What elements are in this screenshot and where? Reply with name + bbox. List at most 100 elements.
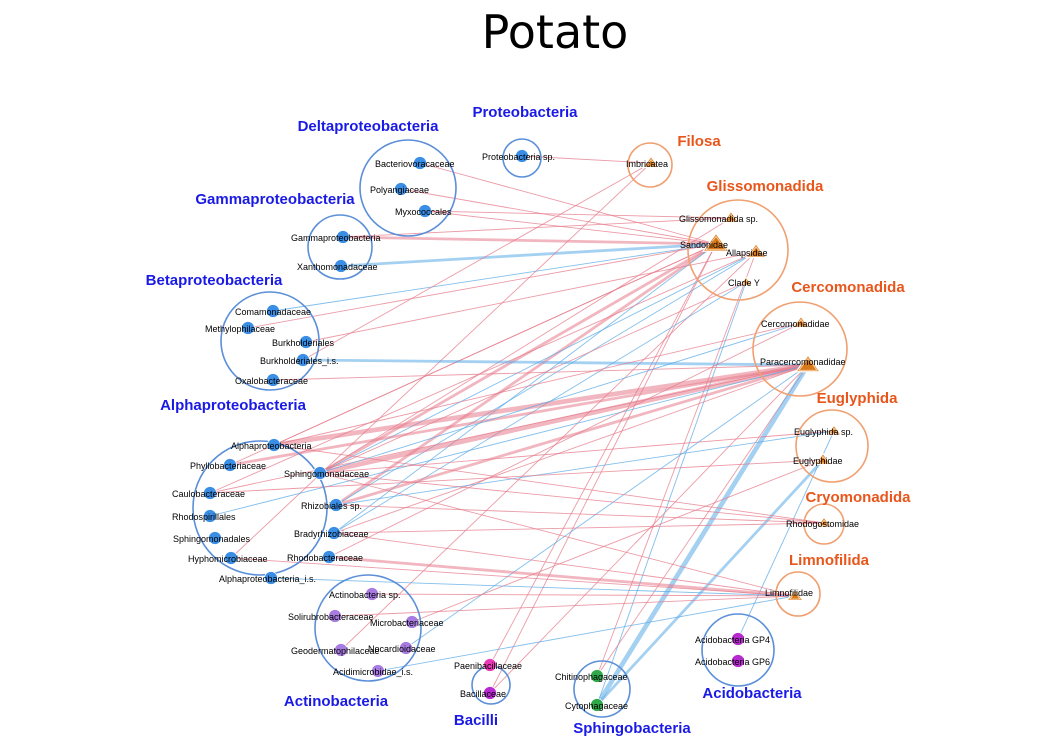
node-label-soliru: Solirubrobacteraceae: [288, 612, 374, 622]
node-myxo: [418, 204, 432, 218]
node-label-glisso_sp: Glissomonadida sp.: [679, 214, 758, 224]
group-label-filosa: Filosa: [677, 133, 721, 150]
edge: [405, 364, 809, 649]
node-label-allap: Allapsidae: [726, 248, 768, 258]
group-ring-sphingo: [573, 660, 631, 718]
node-label-paracerc: Paracercomonadidae: [760, 357, 846, 367]
edge: [302, 162, 652, 361]
node-triangle-inner: [789, 591, 801, 600]
edge: [335, 242, 717, 507]
node-gammap: [336, 230, 350, 244]
node-alphap: [267, 438, 281, 452]
group-ring-glisso: [687, 199, 789, 301]
edge: [595, 363, 810, 707]
group-label-delta: Deltaproteobacteria: [298, 118, 440, 135]
node-nocard: [399, 641, 413, 655]
edge: [319, 281, 747, 474]
edge: [319, 472, 825, 524]
node-label-cladey: Clade Y: [728, 278, 760, 288]
edge: [319, 242, 717, 475]
edge: [328, 555, 796, 598]
edge: [319, 472, 796, 597]
node-microb: [405, 615, 419, 629]
group-ring-eugly: [795, 409, 869, 483]
node-label-polyang: Polyangiaceae: [370, 185, 429, 195]
edge: [424, 210, 732, 219]
edge: [489, 243, 717, 666]
group-label-actino: Actinobacteria: [284, 693, 389, 710]
edge: [333, 532, 796, 597]
node-burkh_is: [296, 353, 310, 367]
node-label-bacteriovo: Bacteriovoracaceae: [375, 159, 455, 169]
edge: [333, 243, 717, 534]
group-label-sphingo: Sphingobacteria: [573, 720, 691, 737]
node-oxalo: [266, 373, 280, 387]
node-cyto: [590, 698, 604, 712]
node-rhodob: [322, 550, 336, 564]
node-label-acido6: Acidobacteria GP6: [695, 657, 770, 667]
node-label-bradyr: Bradyrhizobiaceae: [294, 529, 369, 539]
node-triangle-inner: [645, 158, 657, 167]
node-triangle-inner: [819, 519, 829, 526]
edge: [328, 322, 802, 558]
edge: [342, 235, 717, 246]
node-triangle-inner: [829, 427, 839, 434]
edge: [270, 577, 796, 597]
node-label-microb: Microbacteriaceae: [370, 618, 444, 628]
node-label-paeni: Paenibacillaceae: [454, 661, 522, 671]
node-bacill: [483, 686, 497, 700]
node-label-caulo: Caulobacteraceae: [172, 489, 245, 499]
node-paeni: [483, 658, 497, 672]
figure-title: Potato: [482, 5, 629, 59]
group-label-glisso: Glissomonadida: [707, 178, 824, 195]
node-acido4: [731, 632, 745, 646]
group-ring-limno: [775, 571, 821, 617]
node-triangle-inner: [817, 455, 829, 464]
node-triangle-inner: [798, 357, 818, 371]
node-label-burkh: Burkholderiales: [272, 338, 335, 348]
node-triangle-inner: [725, 213, 737, 222]
node-label-hypho: Hyphomicrobiaceae: [188, 554, 268, 564]
edge: [209, 364, 809, 517]
node-label-rhodospir: Rhodospirillales: [172, 512, 236, 522]
edge: [334, 595, 796, 617]
edge: [209, 364, 809, 494]
node-label-rhodob: Rhodobacteraceae: [287, 553, 363, 563]
group-label-limno: Limnofilida: [789, 552, 870, 569]
group-label-alpha: Alphaproteobacteria: [160, 397, 307, 414]
edge: [247, 243, 717, 329]
node-label-eugly_sp: Euglyphida sp.: [794, 427, 853, 437]
node-hypho: [224, 551, 238, 565]
node-label-xantho: Xanthomonadaceae: [297, 262, 378, 272]
group-label-cerco: Cercomonadida: [791, 279, 905, 296]
edge: [209, 459, 824, 494]
group-ring-delta: [359, 139, 457, 237]
edge: [340, 251, 757, 651]
node-caulo: [203, 486, 217, 500]
node-paracerc: [794, 354, 822, 373]
edge: [230, 557, 796, 597]
node-label-oxalo: Oxalobacteraceae: [235, 376, 308, 386]
node-proteo_sp: [515, 149, 529, 163]
node-label-acidim: Acidimicrobidae_i.s.: [333, 667, 413, 677]
edge: [340, 242, 717, 268]
node-rhodospir: [203, 509, 217, 523]
edge: [333, 522, 825, 534]
edge: [319, 217, 732, 474]
node-label-methylo: Methylophilaceae: [205, 324, 275, 334]
edge: [319, 430, 835, 474]
group-label-eugly: Euglyphida: [817, 390, 898, 407]
edge: [273, 444, 825, 524]
edge: [302, 358, 809, 367]
node-xantho: [334, 259, 348, 273]
node-allap: [744, 242, 768, 259]
group-ring-alpha: [192, 440, 328, 576]
label-layer: ProteobacteriaDeltaproteobacteriaGammapr…: [146, 104, 912, 737]
node-chitino: [590, 669, 604, 683]
node-triangle-inner: [742, 279, 750, 285]
node-acidim: [371, 664, 385, 678]
edge: [209, 251, 757, 494]
edge: [377, 595, 796, 672]
